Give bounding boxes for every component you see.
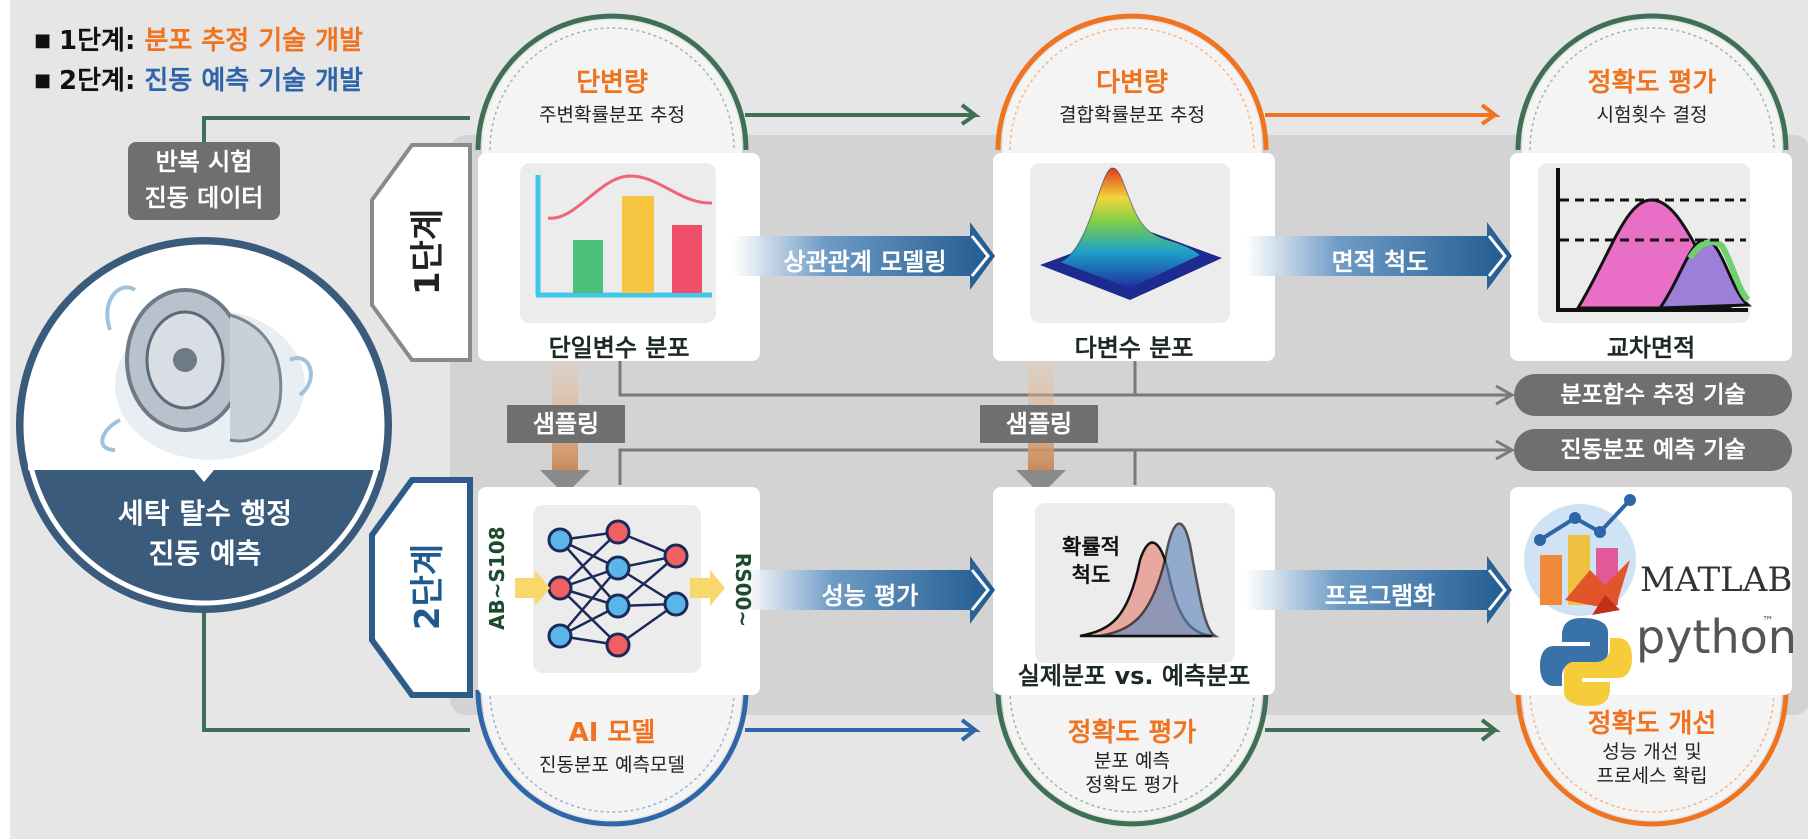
main-panel [450, 135, 1808, 715]
arch-bottom-1-title: AI 모델 [568, 718, 656, 748]
legend-item-1: ■ 1단계: 분포 추정 기술 개발 [34, 20, 363, 57]
legend-bullet: ■ [34, 30, 52, 51]
output-arrowhead-1 [1495, 384, 1516, 406]
neural-network-illustration [515, 505, 725, 673]
intersection-chart-illustration [1538, 163, 1752, 323]
card-univariate-label: 단일변수 분포 [548, 334, 690, 362]
output-line-2 [618, 448, 1510, 485]
input-caption-line-1: 세탁 탈수 행정 [117, 497, 293, 530]
probabilistic-measure-line-1: 확률적 [1062, 535, 1120, 559]
python-trademark-label: ™ [1762, 614, 1774, 628]
univariate-chart-illustration [520, 163, 716, 323]
probabilistic-measure-text: 확률적 척도 [1046, 533, 1136, 589]
arrow-area-measure [1245, 222, 1512, 290]
output-arrowhead-2 [1495, 439, 1516, 461]
legend-item-1-text: 분포 추정 기술 개발 [144, 26, 363, 56]
arch-top-2-title: 다변량 [1096, 68, 1168, 98]
card-multivariate-label: 다변수 분포 [1074, 334, 1194, 362]
stage1-label: 1단계 [408, 208, 448, 296]
arrow-performance [745, 556, 995, 624]
distribution-compare-illustration [1035, 503, 1235, 663]
arch-bottom-2-title: 정확도 평가 [1067, 718, 1197, 748]
legend-item-2-prefix: 2단계: [59, 66, 136, 96]
python-logo-icon [1540, 618, 1632, 706]
arch-top-1-title: 단변량 [576, 68, 648, 98]
washer-drum-illustration [100, 285, 313, 460]
stage2-hexagon [369, 477, 473, 698]
tools-illustration [1524, 494, 1636, 706]
flow-line-bottom [202, 600, 470, 732]
sampling-tag-2: 샘플링 [980, 405, 1098, 443]
ai-output-label: RS00~ [731, 552, 755, 628]
arrow-area-measure-label: 면적 척도 [1331, 248, 1429, 276]
connector-top-1 [745, 103, 981, 126]
output-vibration-prediction: 진동분포 예측 기술 [1514, 429, 1792, 471]
legend-item-2: ■ 2단계: 진동 예측 기술 개발 [34, 60, 363, 97]
probabilistic-measure-line-2: 척도 [1071, 563, 1111, 587]
sampling-arrow-2 [1016, 360, 1066, 495]
arrow-performance-label: 성능 평가 [821, 582, 919, 610]
arrow-correlation [732, 222, 995, 290]
connector-top-2 [1265, 103, 1501, 126]
input-badge-line-1: 반복 시험 [155, 148, 253, 176]
card-intersection-label: 교차면적 [1606, 334, 1696, 362]
stage2-label: 2단계 [408, 543, 448, 631]
output-distribution-estimation: 분포함수 추정 기술 [1514, 374, 1792, 416]
input-badge: 반복 시험 진동 데이터 [128, 142, 280, 220]
arrow-programming [1245, 556, 1512, 624]
legend-bullet: ■ [34, 70, 52, 91]
legend-item-2-text: 진동 예측 기술 개발 [144, 66, 363, 96]
arch-top-3-title: 정확도 평가 [1587, 68, 1717, 98]
arrow-programming-label: 프로그램화 [1324, 582, 1436, 610]
arch-top-2-subtitle: 결합확률분포 추정 [1059, 104, 1205, 126]
sampling-tag-1: 샘플링 [507, 405, 625, 443]
ai-input-label: AB~S108 [485, 526, 509, 630]
arrow-correlation-label: 상관관계 모델링 [783, 248, 947, 276]
input-caption-line-2: 진동 예측 [148, 537, 262, 570]
left-edge [0, 0, 10, 839]
arch-bottom-3-title: 정확도 개선 [1587, 709, 1717, 739]
python-label: python [1636, 610, 1797, 664]
stage1-hexagon [370, 143, 472, 362]
matlab-label: MATLAB [1640, 560, 1793, 600]
arch-bottom-2-subtitle-1: 분포 예측 [1094, 750, 1170, 772]
multivariate-surface-illustration [1030, 163, 1230, 323]
arch-bottom-1-subtitle: 진동분포 예측모델 [539, 754, 685, 776]
arch-top-3-subtitle: 시험횟수 결정 [1596, 104, 1708, 126]
input-circle-caption: 세탁 탈수 행정 진동 예측 [60, 494, 350, 574]
arch-bottom-2-subtitle-2: 정확도 평가 [1085, 774, 1179, 796]
output-line-1 [618, 360, 1510, 397]
input-badge-line-2: 진동 데이터 [144, 184, 264, 212]
legend-item-1-prefix: 1단계: [59, 26, 136, 56]
arch-bottom-3-subtitle-1: 성능 개선 및 [1602, 741, 1702, 763]
card-distribution-label: 실제분포 vs. 예측분포 [1017, 662, 1251, 690]
connector-bottom-1 [745, 718, 981, 742]
connector-bottom-2 [1265, 718, 1501, 742]
arch-bottom-3-subtitle-2: 프로세스 확립 [1596, 765, 1708, 787]
arch-top-1-subtitle: 주변확률분포 추정 [539, 104, 685, 126]
